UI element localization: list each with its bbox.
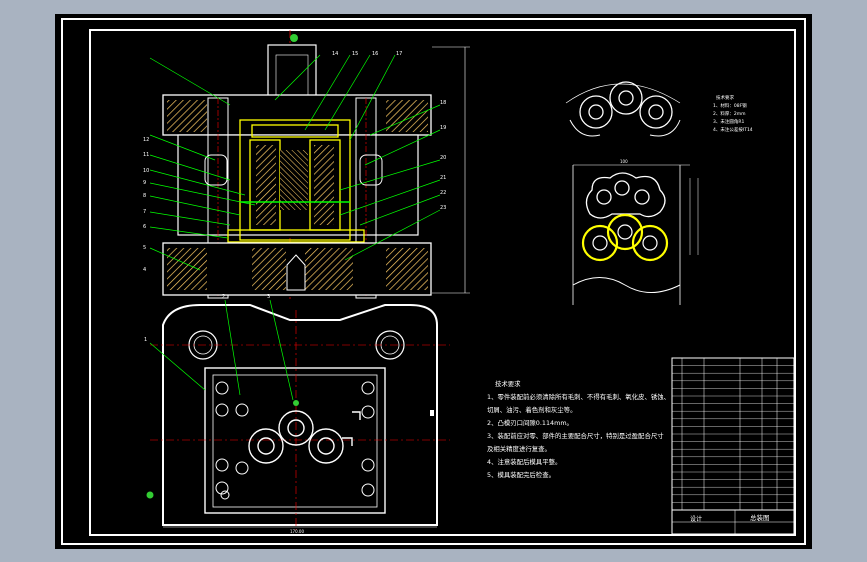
callout-left: 8 — [143, 193, 146, 199]
part-notes-heading: 技术要求 — [716, 94, 734, 101]
leaders-right — [274, 54, 441, 261]
tech-line: 及相关精度进行复查。 — [487, 444, 551, 453]
callout-left: 6 — [143, 224, 146, 230]
outer-frame — [61, 18, 806, 545]
plan-callout: 2 — [222, 294, 225, 300]
plan-leaders — [149, 299, 294, 401]
callout-top: 15 — [352, 51, 358, 57]
punch-assembly — [227, 119, 365, 243]
part-note: 1、材料：08F钢 — [713, 102, 747, 109]
plan-callout: 1 — [144, 337, 147, 343]
bill-of-materials — [671, 357, 795, 511]
tech-line: 5、模具装配完后检查。 — [487, 470, 555, 479]
callout-right: 23 — [440, 205, 446, 211]
strip-layout: 100 — [572, 159, 699, 305]
callout-left: 11 — [143, 152, 149, 158]
callout-right: 18 — [440, 100, 446, 106]
section-view: 12 11 10 9 8 7 6 5 4 14 15 16 17 18 19 2… — [143, 30, 470, 300]
tech-line: 切屑、油污、着色剂和灰尘等。 — [487, 405, 576, 414]
part-note: 2、料厚：2mm — [713, 110, 746, 117]
section-callouts: 12 11 10 9 8 7 6 5 4 14 15 16 17 18 19 2… — [143, 51, 446, 273]
tech-heading: 技术要求 — [495, 379, 521, 388]
strip-dimension: 100 — [620, 159, 628, 164]
callout-left: 12 — [143, 137, 149, 143]
tech-line: 4、注意装配后模具平整。 — [487, 457, 561, 466]
callout-left: 9 — [143, 180, 146, 186]
callout-top: 17 — [396, 51, 402, 57]
plan-width-dimension: 170.00 — [290, 529, 304, 534]
tech-line: 3、装配前应对零、部件的主要配合尺寸，特别是过盈配合尺寸 — [487, 431, 664, 440]
technical-requirements: 技术要求 1、零件装配前必须清除所有毛刺、不得有毛刺、氧化皮、锈蚀、 切屑、油污… — [487, 379, 670, 479]
callout-right: 20 — [440, 155, 446, 161]
callout-top: 16 — [372, 51, 378, 57]
tech-line: 2、凸模刃口间隙0.114mm。 — [487, 418, 573, 427]
bolt-holes — [215, 381, 375, 500]
callout-right: 22 — [440, 190, 446, 196]
callout-left: 10 — [143, 168, 149, 174]
strip-part — [581, 213, 669, 262]
upper-plate — [162, 94, 432, 136]
plan-view: 1 2 3 170.00 — [144, 294, 450, 534]
inner-frame — [89, 29, 796, 536]
drawing-name: 总装图 — [750, 513, 770, 522]
plan-part — [248, 410, 361, 464]
callout-left: 7 — [143, 209, 146, 215]
callout-left: 5 — [143, 245, 146, 251]
designer-label: 设计 — [690, 515, 702, 523]
leaders-left — [149, 57, 256, 271]
plan-callout: 3 — [267, 294, 270, 300]
part-note: 4、未注公差按IT14 — [713, 126, 753, 133]
tech-line: 1、零件装配前必须清除所有毛刺、不得有毛刺、氧化皮、锈蚀、 — [487, 392, 670, 401]
callout-top: 14 — [332, 51, 338, 57]
lower-plate — [162, 242, 432, 296]
title-block: 设计 总装图 — [671, 509, 795, 535]
part-detail: 技术要求 1、材料：08F钢 2、料厚：2mm 3、未注圆角R1 4、未注公差按… — [565, 81, 753, 137]
callout-left: 4 — [143, 267, 146, 273]
part-note: 3、未注圆角R1 — [713, 118, 744, 125]
callout-right: 19 — [440, 125, 446, 131]
callout-right: 21 — [440, 175, 446, 181]
